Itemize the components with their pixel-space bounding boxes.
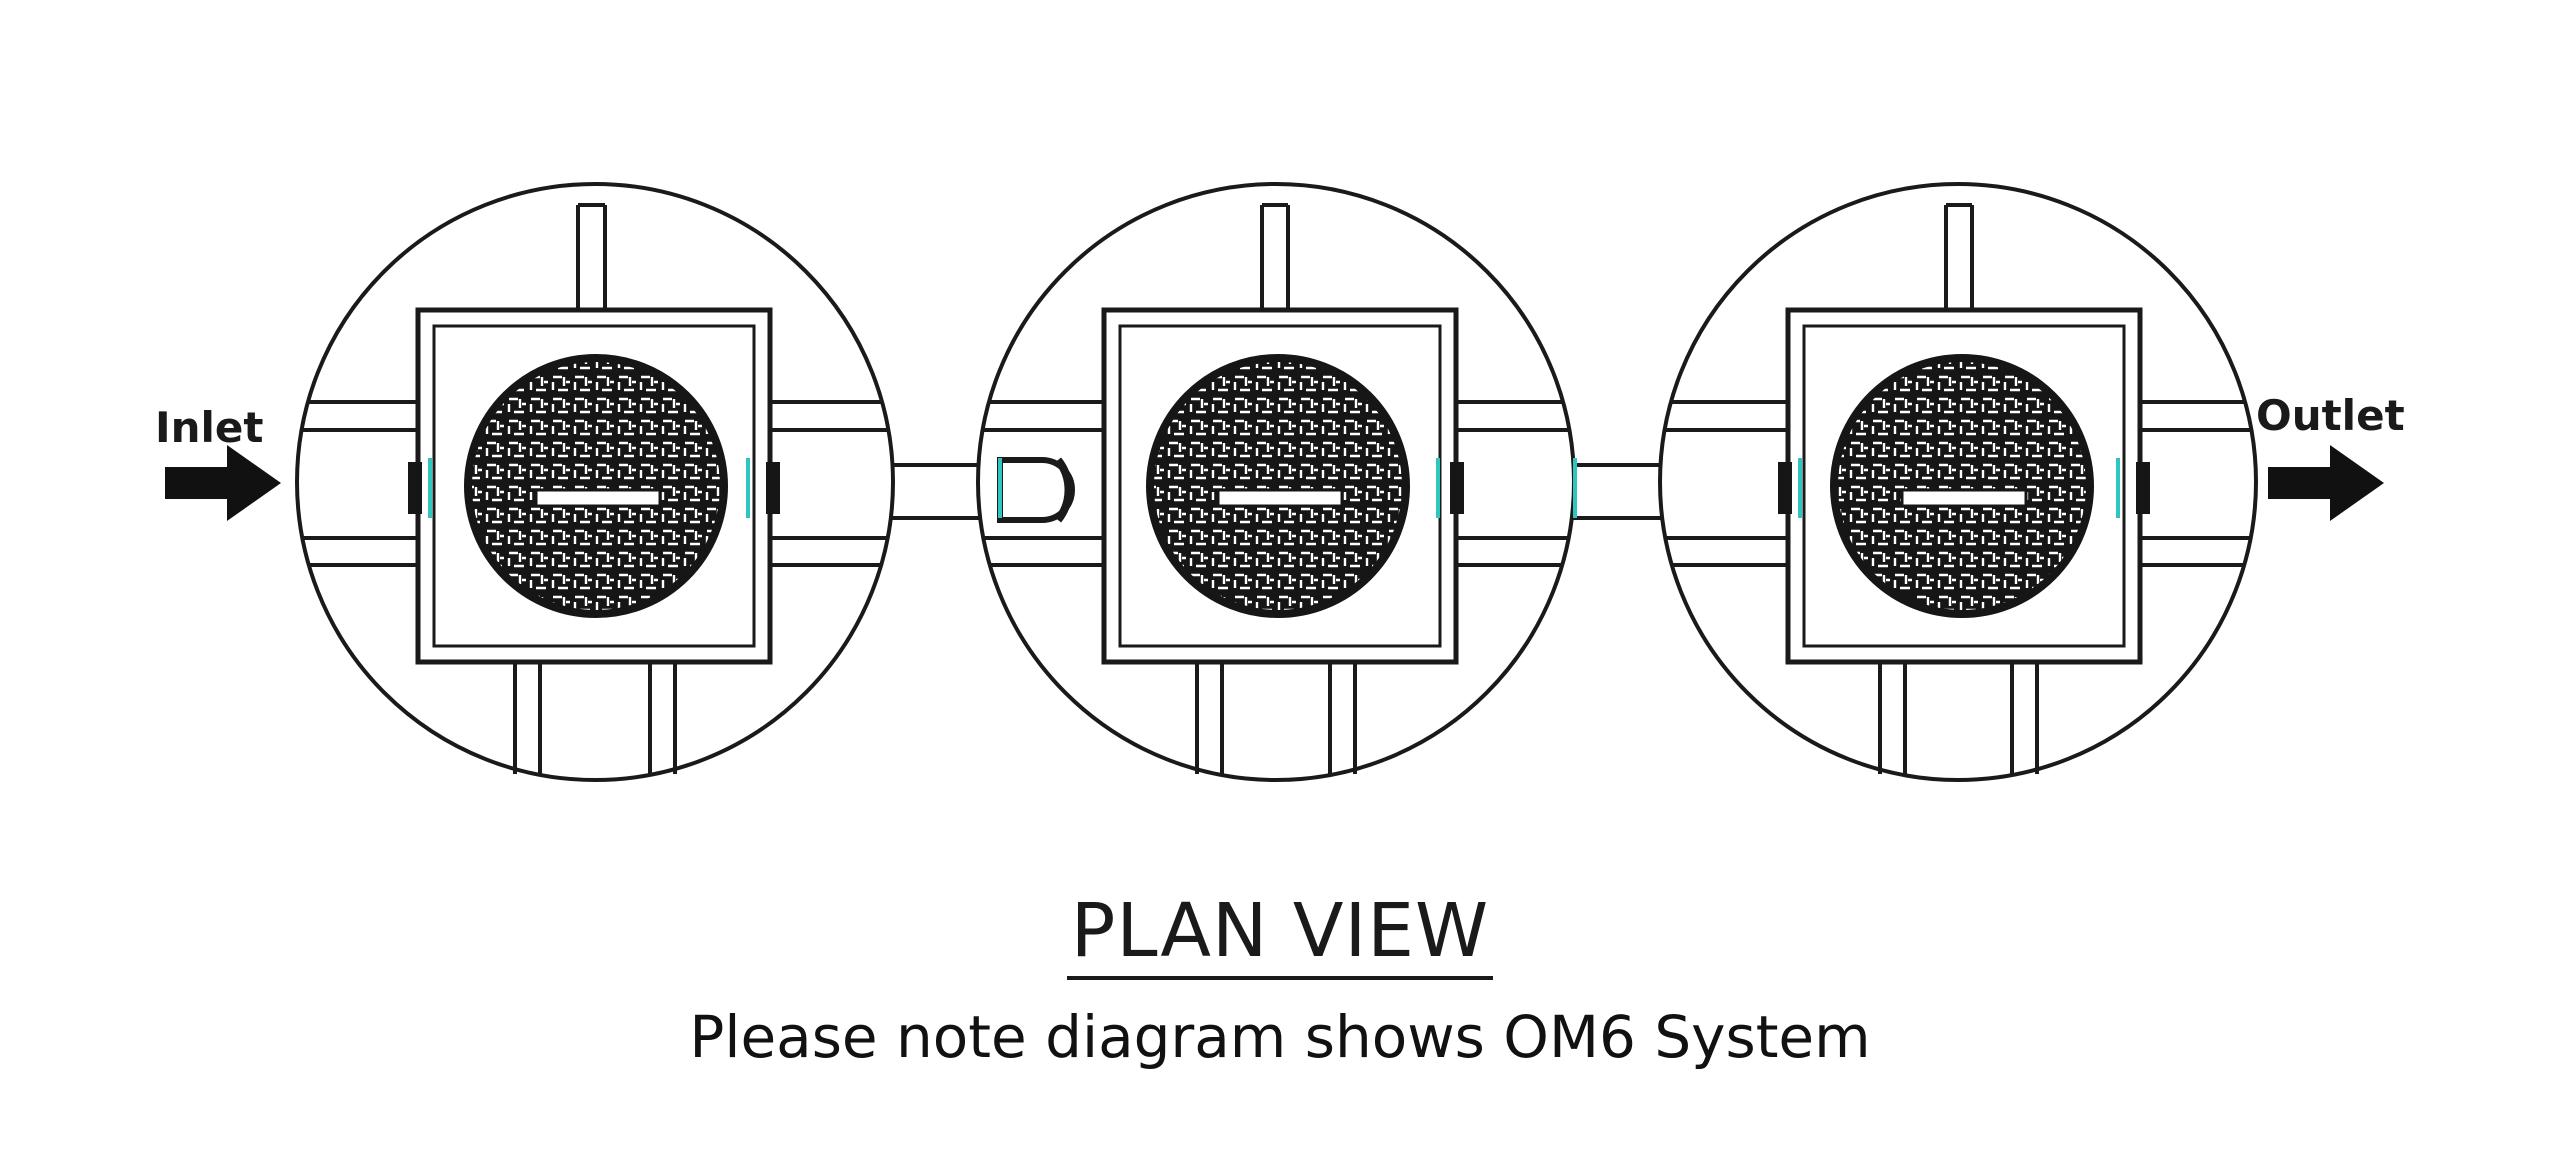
outlet-arrow-icon (2268, 445, 2384, 521)
riser-pipe (1195, 203, 1357, 774)
plan-view-heading: PLAN VIEW (1066, 888, 1494, 980)
riser-pipe (513, 203, 677, 774)
manhole-cover (1146, 354, 1410, 618)
manhole-cover (1830, 354, 2094, 618)
tank-2 (976, 182, 1674, 782)
tank-1 (295, 182, 895, 782)
inlet-label: Inlet (155, 403, 264, 452)
inlet-arrow-icon (165, 445, 281, 521)
riser-pipe (1878, 203, 2039, 774)
manhole-cover (464, 354, 728, 618)
tank-3 (1658, 182, 2258, 782)
caption-title: PLAN VIEW (0, 888, 2560, 980)
caption-note: Please note diagram shows OM6 System (689, 1003, 1871, 1071)
outlet-label: Outlet (2256, 391, 2405, 440)
